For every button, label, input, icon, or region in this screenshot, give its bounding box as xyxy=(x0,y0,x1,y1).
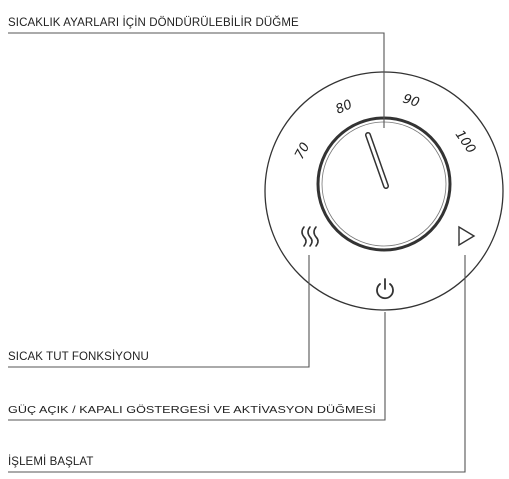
power-leader-line xyxy=(8,312,386,421)
scale-70: 70 xyxy=(292,140,313,162)
scale-90: 90 xyxy=(401,92,421,111)
keep-warm-label: SICAK TUT FONKSİYONU xyxy=(8,350,149,363)
scale-80: 80 xyxy=(334,97,355,117)
power-label: GÜÇ AÇIK / KAPALI GÖSTERGESİ VE AKTİVASY… xyxy=(8,403,376,416)
start-label: İŞLEMİ BAŞLAT xyxy=(8,455,93,468)
dial-label: SICAKLIK AYARLARI İÇİN DÖNDÜRÜLEBİLİR DÜ… xyxy=(8,16,299,29)
play-triangle-icon[interactable] xyxy=(458,225,476,247)
keep-warm-leader-line xyxy=(8,255,310,368)
knob-pointer xyxy=(365,132,389,189)
power-icon[interactable] xyxy=(376,278,394,300)
heat-waves-icon[interactable] xyxy=(301,226,319,247)
start-leader-line xyxy=(8,255,466,473)
dial-leader-line xyxy=(8,32,385,128)
scale-100: 100 xyxy=(452,128,479,157)
